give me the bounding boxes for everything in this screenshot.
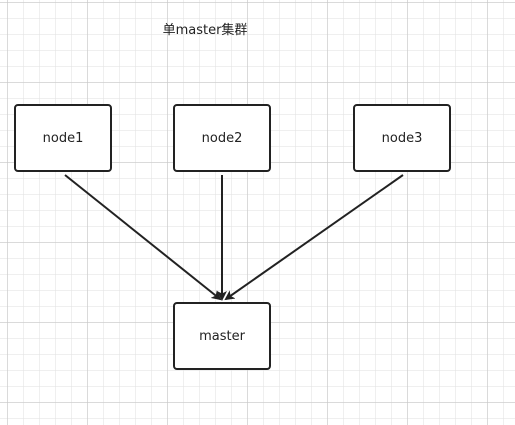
- node-box-node2[interactable]: node2: [173, 104, 271, 172]
- diagram-title: 单master集群: [162, 23, 248, 38]
- edge-node1-master: [64, 174, 222, 301]
- node-box-node3[interactable]: node3: [353, 104, 451, 172]
- node-label: node1: [42, 130, 84, 146]
- node-label: node3: [381, 130, 423, 146]
- node-box-node1[interactable]: node1: [14, 104, 112, 172]
- node-box-master[interactable]: master: [173, 302, 271, 370]
- edge-node3-master: [224, 174, 404, 301]
- node-label: node2: [201, 130, 243, 146]
- node-label: master: [199, 328, 245, 344]
